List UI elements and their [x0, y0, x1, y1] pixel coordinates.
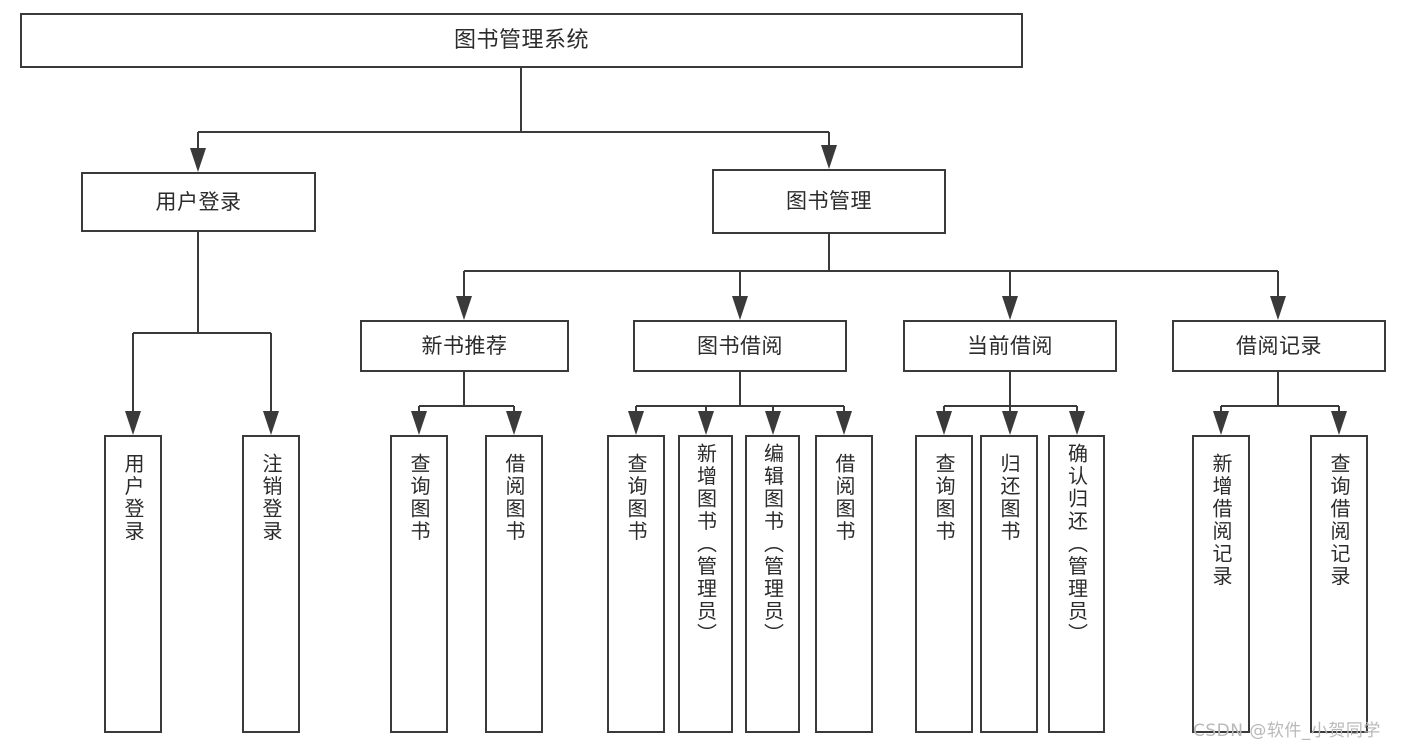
leaf-user-login[interactable]: 用户登录: [104, 435, 162, 733]
node-label: 用户登录: [155, 189, 242, 214]
arrowhead-leaf-user-login: [125, 411, 141, 435]
node-root-book-management-system[interactable]: 图书管理系统: [20, 13, 1023, 68]
arrowhead-new-book: [456, 296, 472, 320]
arrowhead-nb-leaf-1: [411, 411, 427, 435]
node-borrowing-record[interactable]: 借阅记录: [1172, 320, 1386, 372]
arrowhead-nb-leaf-2: [506, 411, 522, 435]
node-label: 查询图书: [624, 453, 648, 543]
arrowhead-user-login: [190, 148, 206, 172]
leaf-query-books-borrow[interactable]: 查询图书: [607, 435, 665, 733]
node-label: 用户登录: [121, 453, 145, 543]
leaf-logout[interactable]: 注销登录: [242, 435, 300, 733]
node-label: 新增图书（管理员）: [693, 443, 718, 646]
arrowhead-bb-leaf-1: [628, 411, 644, 435]
arrowhead-bb-leaf-2: [698, 411, 714, 435]
arrowhead-borrow-record: [1270, 296, 1286, 320]
node-label: 当前借阅: [967, 333, 1053, 358]
leaf-query-books-current[interactable]: 查询图书: [915, 435, 973, 733]
leaf-add-book-admin[interactable]: 新增图书（管理员）: [678, 435, 733, 733]
node-label: 查询图书: [407, 453, 431, 543]
node-current-borrowing[interactable]: 当前借阅: [903, 320, 1117, 372]
node-new-book-recommendation[interactable]: 新书推荐: [360, 320, 569, 372]
node-user-login[interactable]: 用户登录: [81, 172, 316, 232]
arrowhead-leaf-logout: [263, 411, 279, 435]
arrowhead-bb-leaf-3: [765, 411, 781, 435]
node-label: 借阅图书: [832, 453, 856, 543]
arrowhead-br-leaf-2: [1331, 411, 1347, 435]
csdn-watermark: CSDN @软件_小贺同学: [1193, 721, 1381, 741]
node-book-management[interactable]: 图书管理: [712, 169, 946, 234]
node-label: 图书管理系统: [453, 27, 589, 53]
leaf-query-books-recommend[interactable]: 查询图书: [390, 435, 448, 733]
arrowhead-cb-leaf-3: [1069, 411, 1085, 435]
arrowhead-book-manage: [821, 145, 837, 169]
node-label: 图书借阅: [697, 333, 783, 358]
arrowhead-bb-leaf-4: [836, 411, 852, 435]
node-label: 借阅记录: [1236, 333, 1322, 358]
arrowhead-book-borrow: [732, 296, 748, 320]
node-label: 编辑图书（管理员）: [760, 443, 785, 646]
leaf-borrow-books[interactable]: 借阅图书: [815, 435, 873, 733]
leaf-edit-book-admin[interactable]: 编辑图书（管理员）: [745, 435, 800, 733]
node-label: 确认归还（管理员）: [1064, 443, 1089, 646]
arrowhead-br-leaf-1: [1213, 411, 1229, 435]
node-label: 新增借阅记录: [1209, 453, 1233, 588]
arrowhead-current-borrow: [1002, 296, 1018, 320]
node-label: 图书管理: [786, 189, 872, 214]
node-label: 归还图书: [997, 453, 1021, 543]
leaf-add-borrow-record[interactable]: 新增借阅记录: [1192, 435, 1250, 733]
node-label: 借阅图书: [502, 453, 526, 543]
arrowhead-cb-leaf-2: [1002, 411, 1018, 435]
leaf-return-books[interactable]: 归还图书: [980, 435, 1038, 733]
node-label: 查询图书: [932, 453, 956, 543]
arrowhead-cb-leaf-1: [936, 411, 952, 435]
node-label: 注销登录: [259, 453, 283, 543]
node-book-borrowing[interactable]: 图书借阅: [633, 320, 847, 372]
leaf-borrow-books-recommend[interactable]: 借阅图书: [485, 435, 543, 733]
leaf-query-borrow-record[interactable]: 查询借阅记录: [1310, 435, 1368, 733]
node-label: 查询借阅记录: [1327, 453, 1351, 588]
node-label: 新书推荐: [421, 333, 508, 358]
leaf-confirm-return-admin[interactable]: 确认归还（管理员）: [1048, 435, 1105, 733]
